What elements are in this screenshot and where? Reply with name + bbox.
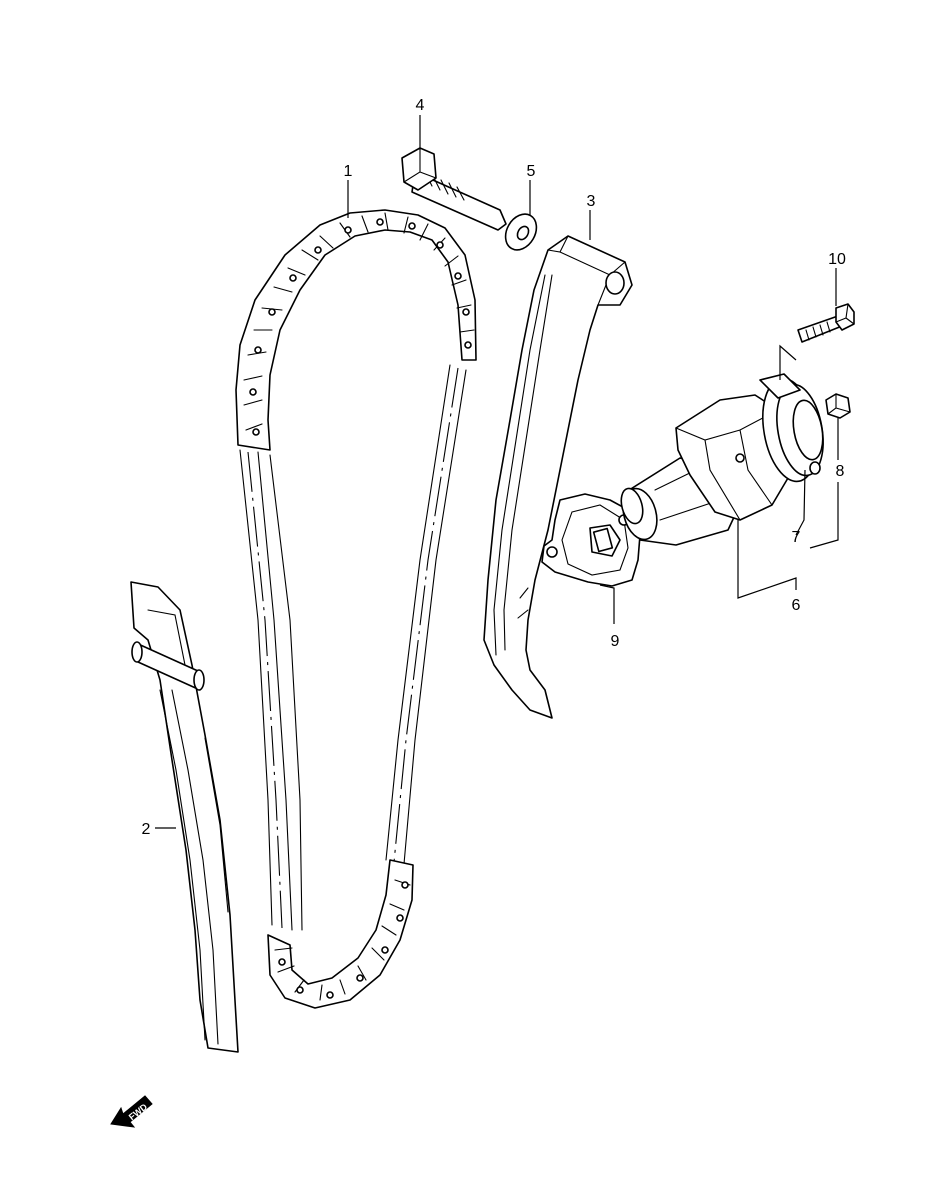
callout-2: 2: [142, 821, 151, 838]
callout-7: 7: [792, 529, 801, 546]
chain-guide[interactable]: [130, 581, 239, 1053]
mounting-bolt[interactable]: [797, 303, 855, 343]
leader-lines: [155, 115, 839, 829]
callout-8: 8: [836, 463, 845, 480]
tensioner-arm[interactable]: [483, 235, 633, 719]
cap-bolt[interactable]: [825, 393, 851, 419]
callout-9: 9: [611, 633, 620, 650]
callout-6: 6: [792, 597, 801, 614]
callout-10: 10: [828, 251, 846, 268]
washer[interactable]: [499, 209, 542, 256]
callout-4: 4: [416, 97, 425, 114]
tensioner-assembly[interactable]: [589, 373, 830, 557]
callout-labels: 1 2 3 4 5 6 7 8 9 10: [142, 97, 846, 838]
fwd-arrow-icon: FWD: [110, 1095, 153, 1128]
callout-1: 1: [344, 163, 353, 180]
cam-chain[interactable]: [235, 209, 477, 1009]
callout-3: 3: [587, 193, 596, 210]
callout-5: 5: [527, 163, 536, 180]
